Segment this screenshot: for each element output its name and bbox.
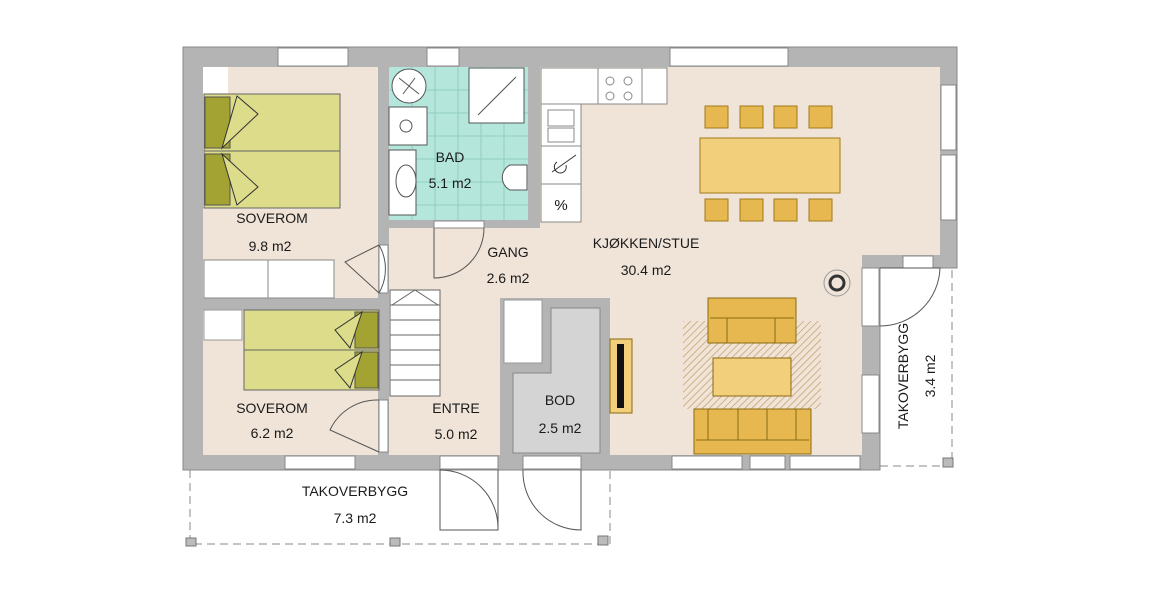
porch-front-outline [189,470,611,545]
stove-icon [823,269,851,297]
room-name: BAD [436,149,465,165]
storage-floor [512,307,601,454]
room-labels: SOVEROM 9.8 m2 BAD 5.1 m2 GANG 2.6 m2 KJ… [236,149,938,526]
room-area: 9.8 m2 [249,238,292,254]
room-name: TAKOVERBYGG [302,483,408,499]
wardrobe [203,259,335,299]
dishwasher-icon [551,154,577,174]
dining-set [699,105,841,222]
nightstand [203,309,243,341]
doors [329,220,941,531]
room-name: BOD [545,392,575,408]
room-area: 30.4 m2 [621,262,672,278]
room-name: KJØKKEN/STUE [593,235,700,251]
living-furniture [609,297,812,455]
post [389,537,401,547]
room-name: SOVEROM [236,400,308,416]
closet [503,299,543,364]
staircase [389,289,441,397]
windows [277,47,957,470]
post [597,535,609,546]
post [942,457,954,468]
room-area: 5.1 m2 [429,175,472,191]
room-area: 2.5 m2 [539,420,582,436]
room-name: GANG [487,244,528,260]
tv-icon [617,344,624,408]
room-name: TAKOVERBYGG [895,323,911,429]
room-area: 3.4 m2 [922,354,938,397]
bunk-bed [243,309,380,391]
bathroom-fixtures [388,67,528,216]
room-area: 2.6 m2 [487,270,530,286]
kitchen-counter [540,67,668,223]
post [185,537,197,547]
porch-side-outline [880,270,953,467]
double-bed [203,93,341,209]
room-name: ENTRE [432,400,479,416]
washer-icon: % [554,197,567,214]
room-area: 7.3 m2 [334,510,377,526]
room-area: 6.2 m2 [251,425,294,441]
room-name: SOVEROM [236,210,308,226]
room-area: 5.0 m2 [435,426,478,442]
